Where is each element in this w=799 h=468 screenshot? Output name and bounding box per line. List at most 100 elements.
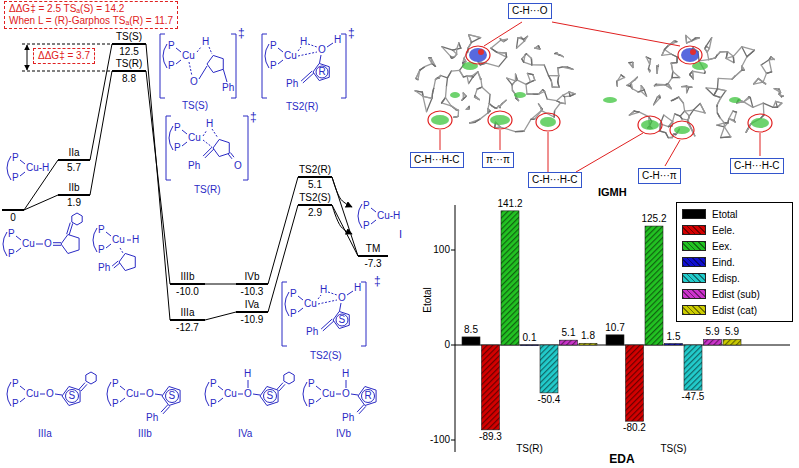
molecule-bond: [557, 76, 559, 82]
molecule-bond: [657, 95, 659, 97]
molecule-bond: [445, 87, 447, 98]
atom-label: P: [112, 378, 119, 390]
ligand-arc: [205, 382, 209, 406]
molecule-bond: [544, 65, 548, 76]
ring: [86, 372, 96, 384]
molecule-bond: [617, 81, 618, 86]
bond: [218, 398, 223, 402]
profile-line: [205, 284, 236, 285]
atom-label: Ph: [146, 412, 158, 424]
value-label: 8.5: [464, 324, 478, 336]
energy-bar: [560, 340, 578, 345]
molecule-bond: [489, 95, 491, 104]
bar-fill: [704, 339, 722, 345]
ring: [284, 372, 294, 384]
bond: [79, 383, 85, 390]
atom-label: P: [210, 378, 217, 390]
molecule-bond: [454, 116, 459, 118]
molecule-bond: [657, 65, 658, 66]
ligand-arc: [285, 292, 289, 316]
atom-label: H: [342, 368, 349, 380]
molecule-bond: [657, 65, 659, 67]
bar-hatch: [482, 345, 500, 430]
molecule-bond: [724, 123, 725, 127]
atom-label: Cu: [112, 234, 125, 246]
molecule-bond: [763, 103, 773, 107]
legend-swatch: [682, 257, 706, 267]
ring: [313, 63, 329, 80]
bar-hatch: [579, 343, 597, 345]
molecule-bond: [726, 56, 733, 58]
energy-bar: [645, 226, 663, 345]
molecule-bond: [423, 96, 432, 98]
value-label: 10.7: [605, 322, 624, 334]
bond: [209, 47, 212, 54]
molecule-bond: [717, 52, 720, 55]
species-name: TS(S): [182, 100, 208, 112]
ring: [61, 234, 79, 253]
bond: [20, 398, 25, 402]
molecule-bond: [500, 103, 503, 106]
molecule-bond: [555, 54, 559, 55]
molecule-bond: [533, 75, 535, 81]
molecule-bond: [555, 103, 561, 111]
molecule-bond: [531, 58, 533, 65]
atom-label: Cu: [322, 388, 335, 400]
bond: [120, 386, 125, 390]
bond: [347, 291, 353, 295]
molecule-bond: [665, 46, 669, 50]
molecule-bond: [657, 95, 659, 97]
energy-value: -12.7: [176, 322, 199, 333]
isosurface: [603, 97, 617, 103]
molecule-bond: [552, 86, 559, 88]
species-name: TS(R): [194, 184, 221, 196]
bond: [318, 300, 337, 304]
molecule-bond: [714, 89, 718, 96]
ligand-arc: [107, 382, 111, 406]
molecule-bond: [717, 113, 720, 118]
molecule-bond: [552, 86, 559, 88]
energy-value: 5.7: [67, 162, 81, 173]
leader-line: [760, 133, 761, 156]
level-name: TM: [366, 243, 380, 254]
bond: [248, 380, 249, 388]
energy-level: IIa5.7: [58, 159, 90, 161]
energy-level: IIIb-10.0: [170, 283, 205, 285]
molecule-bond: [692, 38, 700, 41]
energy-bar: [482, 345, 500, 430]
energy-bar: [521, 344, 539, 346]
interaction-tag: C-H···H-C: [410, 152, 464, 168]
molecule-bond: [657, 65, 658, 66]
energy-value: 5.1: [308, 179, 322, 190]
tick: [451, 250, 455, 251]
molecule-bond: [526, 54, 531, 59]
molecule-bond: [763, 103, 765, 115]
molecule-bond: [766, 72, 771, 73]
molecule-bond: [742, 57, 747, 66]
atom-label: Cu-H: [26, 162, 49, 174]
molecule-bond: [491, 40, 501, 48]
atom-label: P: [174, 142, 181, 154]
bond: [120, 248, 123, 253]
bond: [40, 394, 45, 395]
molecule-bond: [431, 93, 433, 98]
molecule-bond: [451, 106, 458, 111]
molecule-bond: [512, 81, 515, 85]
stereo-circle: [316, 66, 328, 78]
leader-line: [440, 130, 441, 150]
gap-box: ΔΔG‡ = 3.7: [33, 48, 95, 64]
bar-fill: [501, 211, 519, 345]
molecule-bond: [726, 58, 734, 62]
box-text: ΔΔG‡ = 2.5 TSₐ(S) = 14.2: [9, 3, 173, 15]
molecule-bond: [433, 88, 434, 93]
bar-hatch: [540, 345, 558, 393]
legend-text: Eex.: [712, 241, 732, 252]
igmh-molecules: [415, 22, 783, 172]
bond: [316, 386, 321, 390]
atom-label: Ph: [222, 82, 234, 94]
molecule-bond: [761, 65, 766, 73]
molecule-bond: [467, 75, 472, 76]
bond: [298, 308, 303, 312]
molecule-bond: [522, 55, 525, 59]
level-name: TS(R): [116, 58, 143, 69]
